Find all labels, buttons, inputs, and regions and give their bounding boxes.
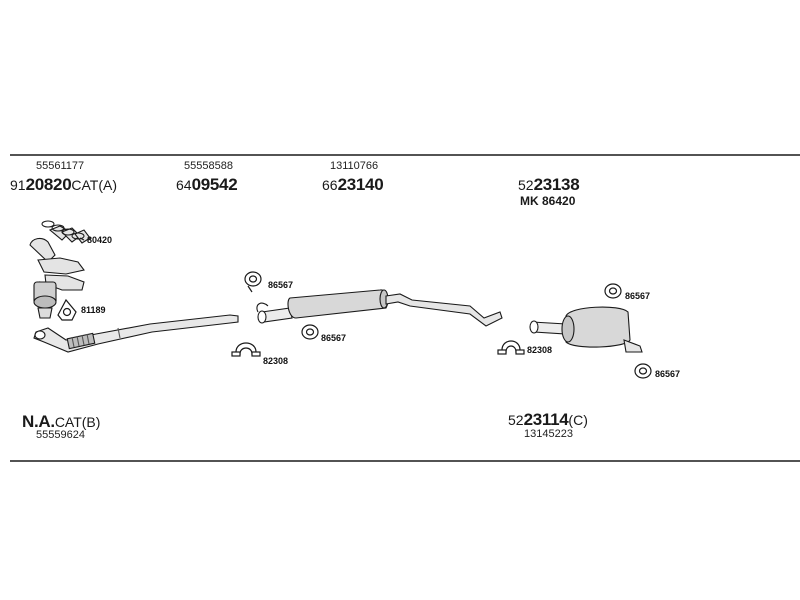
part-number-main: 09542 [191, 175, 238, 194]
clamp-82308-a [231, 342, 261, 357]
part-ref-13110766: 13110766 [330, 160, 379, 172]
part-ref-55559624: 55559624 [36, 429, 85, 441]
part-number-prefix: 66 [322, 177, 338, 193]
callout-82308-b: 82308 [527, 345, 553, 355]
part-ref-13145223: 13145223 [524, 428, 573, 440]
gasket-81189-part [57, 298, 77, 321]
part-number-suffix: CAT(A) [71, 177, 117, 193]
callout-80420: 80420 [87, 235, 113, 245]
part-number-main: N.A. [22, 412, 55, 431]
part-number-main: 20820 [25, 175, 72, 194]
callout-86567-b: 86567 [321, 333, 347, 343]
part-number-23140: 6623140 [322, 175, 384, 194]
part-number-suffix: CAT(B) [54, 414, 101, 430]
part-number-main: 23140 [337, 175, 384, 194]
part-number-09542: 6409542 [176, 175, 238, 194]
part-number-prefix: 52 [508, 412, 524, 428]
hanger-rubber-86567-a [244, 271, 262, 293]
exhaust-manifold-part [29, 225, 91, 319]
clamp-82308-b [497, 340, 525, 355]
part-number-prefix: 91 [10, 177, 26, 193]
callout-86567-c: 86567 [625, 291, 651, 301]
hanger-rubber-86567-c [604, 283, 622, 299]
part-number-suffix: (C) [568, 412, 588, 428]
part-number-prefix: 52 [518, 177, 534, 193]
part-ref-55558588: 55558588 [184, 160, 233, 172]
part-number-main: 23138 [533, 175, 580, 194]
hanger-rubber-86567-b [301, 324, 319, 340]
part-ref-55561177: 55561177 [36, 160, 85, 172]
callout-82308-a: 82308 [263, 356, 289, 366]
gasket-80420-part [41, 220, 85, 241]
part-number-cat-b: N.A.CAT(B) [22, 413, 100, 430]
callout-86567-a: 86567 [268, 280, 294, 290]
front-pipe-part [33, 314, 239, 353]
part-number-prefix: 64 [176, 177, 192, 193]
part-number-23114-c: 5223114(C) [508, 411, 588, 428]
callout-81189: 81189 [81, 305, 106, 315]
middle-silencer-part [256, 289, 503, 327]
mounting-kit-label: MK 86420 [520, 194, 576, 208]
callout-86567-d: 86567 [655, 369, 681, 379]
part-number-cat-a: 9120820CAT(A) [10, 176, 117, 193]
part-number-main: 23114 [523, 410, 569, 429]
rear-silencer-part [529, 306, 643, 353]
part-number-23138: 5223138 [518, 175, 580, 194]
hanger-rubber-86567-d [634, 363, 652, 379]
